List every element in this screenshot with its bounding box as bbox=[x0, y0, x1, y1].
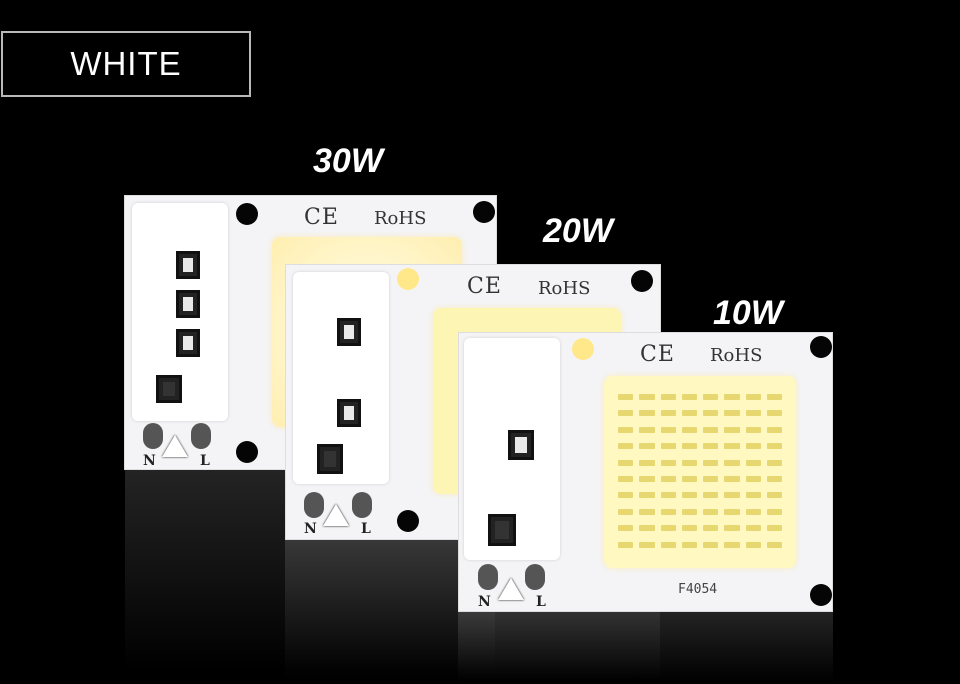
driver-ic bbox=[337, 399, 361, 427]
mounting-hole bbox=[397, 510, 419, 532]
mounting-hole bbox=[236, 203, 258, 225]
wattage-label-30w: 30W bbox=[313, 142, 383, 180]
driver-ic bbox=[508, 430, 534, 460]
rectifier-ic bbox=[317, 444, 343, 474]
live-label: L bbox=[536, 594, 546, 610]
neutral-label: N bbox=[143, 453, 156, 469]
color-label-text: WHITE bbox=[70, 45, 182, 82]
solder-pad bbox=[525, 564, 545, 590]
solder-pad bbox=[191, 423, 211, 449]
mounting-hole bbox=[810, 336, 832, 358]
driver-ic bbox=[337, 318, 361, 346]
ce-mark: CE bbox=[640, 342, 675, 367]
driver-ic bbox=[176, 251, 200, 279]
neutral-label: N bbox=[304, 521, 317, 537]
wattage-label-10w: 10W bbox=[713, 294, 783, 332]
driver-ic bbox=[176, 329, 200, 357]
warning-icon bbox=[323, 504, 349, 526]
mounting-hole bbox=[473, 201, 495, 223]
rohs-mark: RoHS bbox=[710, 345, 763, 366]
solder-pad bbox=[304, 492, 324, 518]
solder-pad bbox=[352, 492, 372, 518]
solder-pad bbox=[143, 423, 163, 449]
live-label: L bbox=[361, 521, 371, 537]
neutral-label: N bbox=[478, 594, 491, 610]
rectifier-ic bbox=[488, 514, 516, 546]
color-label-box: WHITE bbox=[1, 31, 251, 97]
rectifier-ic bbox=[156, 375, 182, 403]
model-number: F4054 bbox=[678, 582, 718, 597]
driver-ic bbox=[176, 290, 200, 318]
warning-icon bbox=[498, 578, 524, 600]
mounting-hole bbox=[397, 268, 419, 290]
led-chip-array bbox=[618, 394, 782, 550]
led-phosphor-area bbox=[604, 376, 796, 568]
live-label: L bbox=[200, 453, 210, 469]
ce-mark: CE bbox=[467, 274, 502, 299]
ce-mark: CE bbox=[304, 205, 339, 230]
board-10w-reflection bbox=[458, 612, 833, 682]
rohs-mark: RoHS bbox=[374, 208, 427, 229]
rohs-mark: RoHS bbox=[538, 278, 591, 299]
mounting-hole bbox=[236, 441, 258, 463]
mounting-hole bbox=[572, 338, 594, 360]
wattage-label-20w: 20W bbox=[543, 212, 613, 250]
solder-pad bbox=[478, 564, 498, 590]
warning-icon bbox=[162, 435, 188, 457]
led-board-10w: N L CE RoHS F4054 bbox=[458, 332, 833, 612]
mounting-hole bbox=[631, 270, 653, 292]
mounting-hole bbox=[810, 584, 832, 606]
